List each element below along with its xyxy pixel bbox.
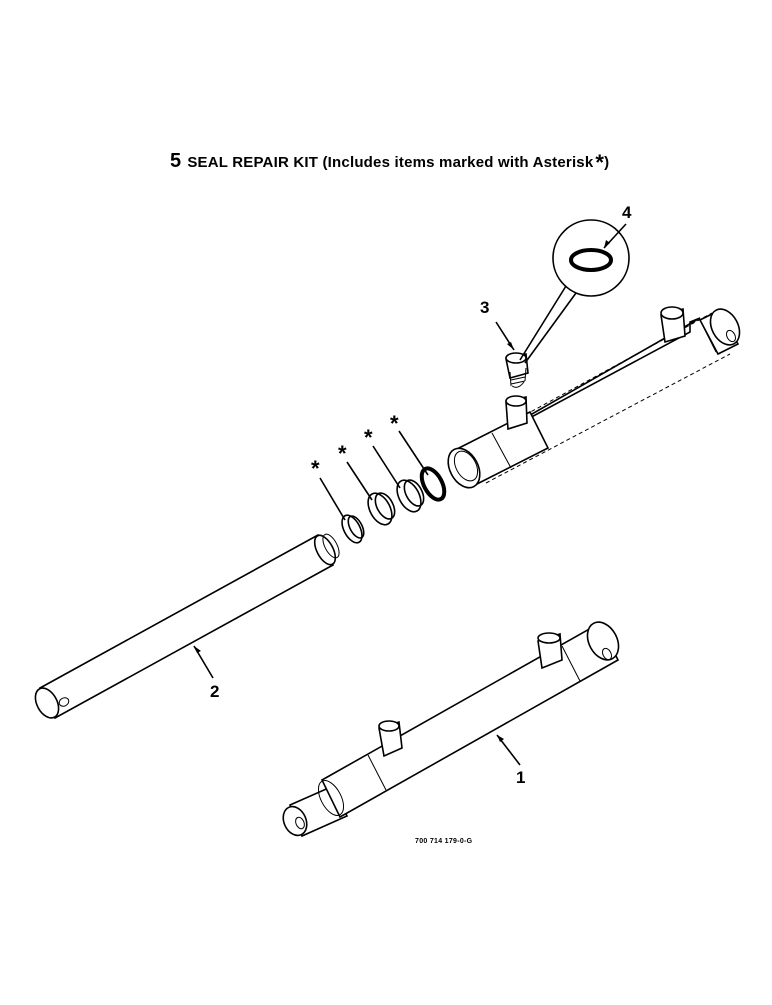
- kit-title-close: ): [604, 154, 610, 171]
- kit-item-number: 5: [170, 150, 182, 172]
- seal-rings: [341, 466, 447, 544]
- seal-marker-2: *: [338, 441, 347, 466]
- callout-2: 2: [210, 682, 220, 701]
- seal-marker-4: *: [390, 411, 399, 436]
- o-ring-detail: [519, 219, 630, 364]
- drawing-number: 700 714 179-0-G: [415, 838, 473, 845]
- seal-marker-1: *: [311, 456, 320, 481]
- piston-rod: [34, 533, 340, 720]
- kit-title-text: SEAL REPAIR KIT (Includes items marked w…: [187, 154, 594, 171]
- assembled-cylinder: [282, 621, 620, 838]
- callout-3: 3: [480, 298, 490, 317]
- port-fitting: [505, 352, 529, 388]
- callout-1: 1: [516, 768, 526, 787]
- asterisk-symbol: *: [595, 150, 605, 175]
- cylinder-barrel: [447, 306, 741, 489]
- seal-kit-title: 5 SEAL REPAIR KIT (Includes items marked …: [170, 150, 609, 176]
- seal-marker-3: *: [364, 425, 373, 450]
- callout-4: 4: [622, 203, 632, 222]
- leader-lines: [193, 223, 627, 766]
